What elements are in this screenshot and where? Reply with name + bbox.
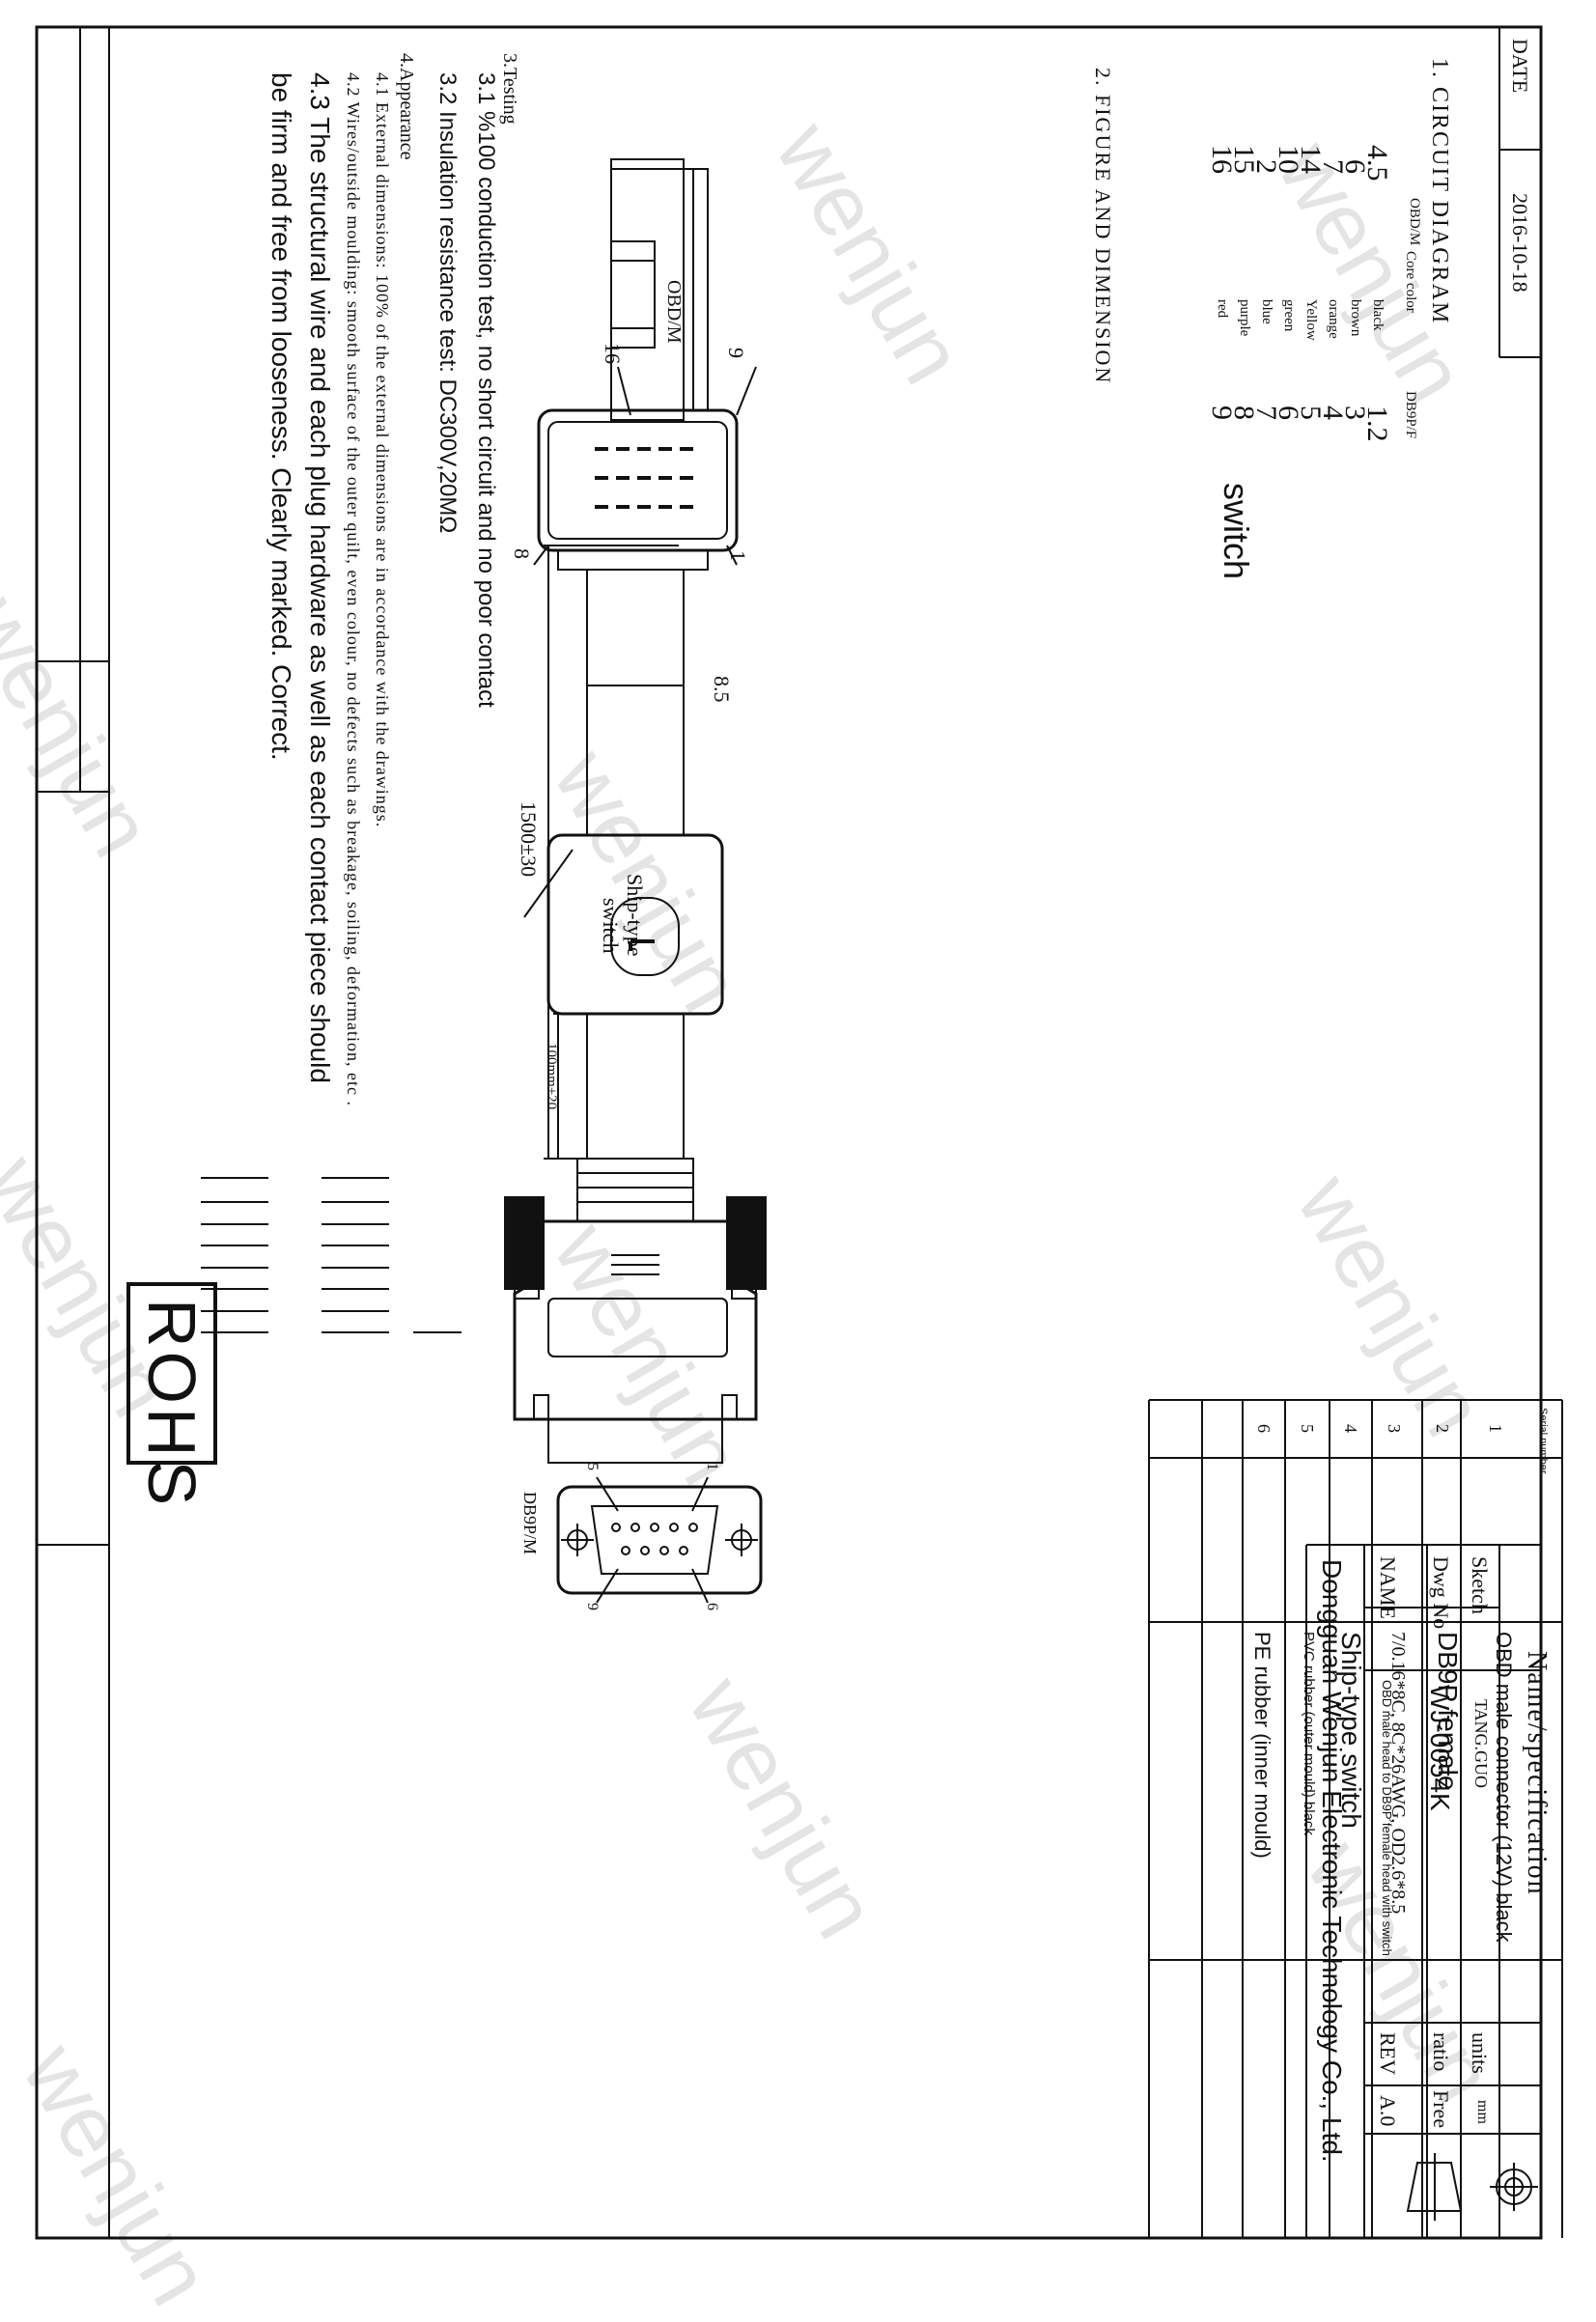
circuit-obd-pin: 16 [1206, 145, 1238, 174]
drawing-canvas: wenjun wenjun wenjun wenjun wenjun wenju… [0, 25, 1563, 2321]
dwg-value: WJ-0054K [1425, 1685, 1455, 1811]
circuit-core-color: brown [1348, 299, 1363, 337]
company-name: Dongguan Wenjun Electronic Technology Co… [1317, 1559, 1347, 2163]
bom-serial: 3 [1385, 1424, 1404, 1433]
testing-title: 3.Testing [499, 53, 520, 125]
sketch-value: TANG.GUO [1471, 1699, 1491, 1789]
bom-serial: 4 [1341, 1424, 1360, 1433]
bom-serial: 1 [1486, 1424, 1505, 1433]
db9-pin-5: 5 [584, 1463, 601, 1470]
testing-item-1: 3.1 %100 conduction test, no short circu… [473, 72, 499, 708]
appearance-item-3: 4.3 The structural wire and each plug ha… [305, 72, 335, 1083]
obd-pin-1: 1 [726, 550, 750, 561]
bom-header-serial: Serial number [1537, 1408, 1549, 1474]
obd-pin-16: 16 [601, 343, 625, 364]
appearance-item-1: 4.1 External dimensions: 100% of the ext… [373, 72, 392, 828]
circuit-db9-pin: 9 [1206, 406, 1238, 420]
obd-pin-8: 8 [510, 548, 534, 559]
circuit-core-color: purple [1237, 299, 1252, 337]
circuit-core-color: Yellow [1303, 299, 1319, 341]
bom-name: OBD male connector (12V) black [1492, 1632, 1516, 1943]
bom-serial: 6 [1254, 1424, 1274, 1433]
ship-switch-label-1: Ship-type [623, 874, 647, 957]
circuit-diagram-title: 1. CIRCUIT DIAGRAM [1427, 58, 1452, 325]
bom-serial: 5 [1298, 1424, 1317, 1433]
circuit-col-db9: DB9P/F [1403, 391, 1418, 439]
circuit-core-color: green [1281, 299, 1297, 332]
switch-label: switch [1217, 483, 1256, 580]
cable-length-label: 1500±30 [517, 801, 541, 878]
ship-switch-label-2: switch [599, 898, 623, 954]
circuit-col-obd: OBD/M [1407, 198, 1422, 246]
circuit-col-color: Core color [1403, 251, 1418, 313]
ratio-label: ratio [1429, 2032, 1453, 2072]
date-label: DATE [1508, 39, 1532, 94]
sketch-label: Sketch [1468, 1556, 1492, 1614]
db9-pin-6: 6 [704, 1603, 720, 1610]
cable-diameter-label: 8.5 [710, 676, 734, 703]
ratio-value: Free [1429, 2090, 1453, 2129]
dwg-label: Dwg No [1429, 1556, 1453, 1630]
circuit-core-color: orange [1326, 299, 1341, 339]
units-label: units [1468, 2032, 1492, 2074]
bom-name: PE rubber (inner mould) [1250, 1632, 1274, 1859]
obd-pin-9: 9 [724, 348, 748, 358]
bom-header-name: Name/specification [1522, 1651, 1552, 1896]
rev-value: A.0 [1376, 2095, 1400, 2127]
figure-dimension-title: 2. FIGURE AND DIMENSION [1091, 68, 1115, 385]
bom-name: PVC rubber (outer mould) black [1301, 1632, 1317, 1835]
bom-serial: 2 [1433, 1424, 1452, 1433]
obd-label: OBD/M [663, 280, 685, 344]
db9-label: DB9P/M [520, 1492, 540, 1555]
db9-pin-9: 9 [584, 1603, 601, 1610]
circuit-core-color: black [1370, 299, 1386, 331]
appearance-item-4: be firm and free from looseness. Clearly… [266, 72, 296, 761]
name-label: NAME [1376, 1556, 1400, 1619]
db9-pin-1: 1 [704, 1463, 720, 1470]
rev-label: REV [1376, 2032, 1400, 2075]
date-value: 2016-10-18 [1508, 193, 1532, 293]
drawing-sheet: wenjun wenjun wenjun wenjun wenjun wenju… [0, 25, 1563, 2321]
line-work [35, 25, 1563, 2240]
units-value: mm [1474, 2100, 1491, 2124]
rohs-mark: ROHS [134, 1299, 210, 1510]
testing-item-2: 3.2 Insulation resistance test: DC300V,2… [434, 72, 461, 534]
circuit-core-color: blue [1259, 299, 1274, 324]
switch-distance-label: 100mm±20 [544, 1043, 559, 1110]
appearance-title: 4.Appearance [396, 53, 417, 160]
appearance-item-2: 4.2 Wires/outside moulding: smooth surfa… [344, 72, 363, 1106]
circuit-core-color: red [1215, 299, 1230, 319]
name-value: OBD male head to DB9P female head with s… [1380, 1680, 1394, 1956]
